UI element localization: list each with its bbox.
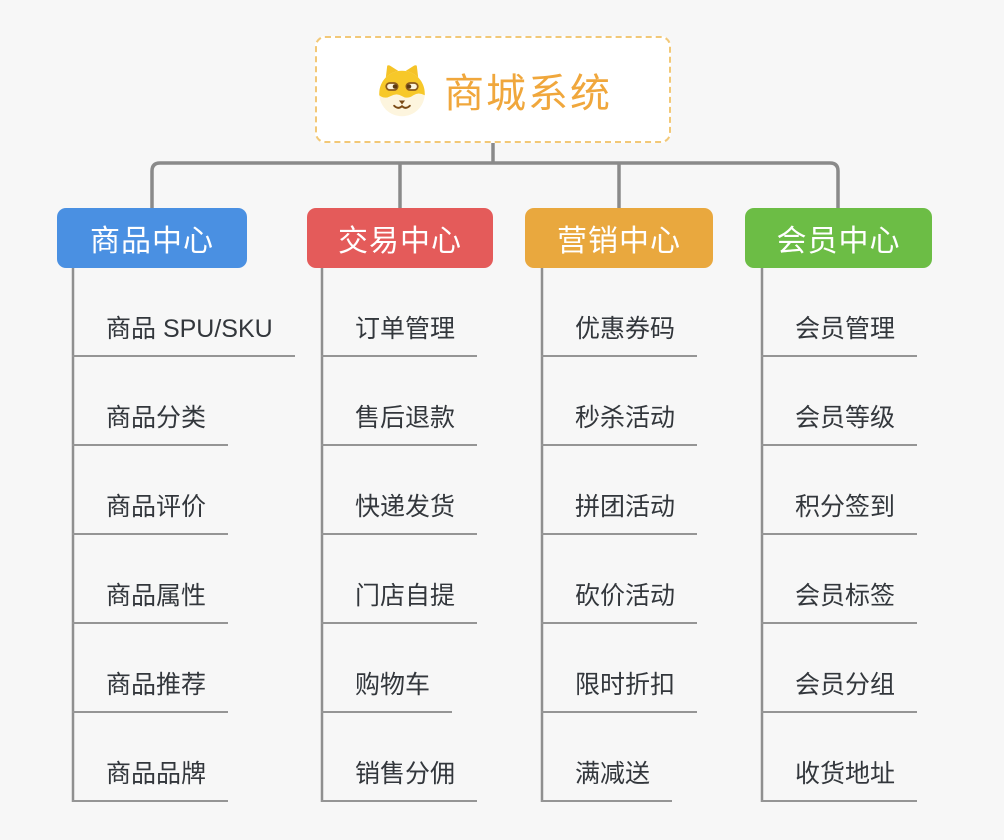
leaf-node[interactable]: 商品品牌 [72, 754, 229, 802]
leaf-column-product-center: 商品 SPU/SKU 商品分类 商品评价 商品属性 商品推荐 商品品牌 [72, 268, 322, 802]
root-title: 商城系统 [444, 71, 612, 116]
leaf-node[interactable]: 订单管理 [321, 309, 478, 357]
branch-label: 会员中心 [776, 225, 901, 258]
doge-face-icon [379, 64, 425, 116]
branch-label: 营销中心 [557, 225, 681, 258]
branch-label: 商品中心 [90, 225, 214, 258]
leaf-node[interactable]: 会员等级 [761, 398, 918, 446]
root-node-mall-system[interactable]: 商城系统 [315, 36, 671, 143]
leaf-node[interactable]: 积分签到 [761, 487, 918, 535]
leaf-node[interactable]: 商品 SPU/SKU [72, 309, 295, 357]
leaf-node[interactable]: 收货地址 [761, 754, 918, 802]
leaf-node[interactable]: 快递发货 [321, 487, 478, 535]
branch-node-marketing-center[interactable]: 营销中心 [525, 208, 713, 268]
leaf-node[interactable]: 优惠券码 [541, 309, 698, 357]
branch-node-trade-center[interactable]: 交易中心 [307, 208, 493, 268]
level1-rail-line [150, 161, 840, 208]
branch-node-product-center[interactable]: 商品中心 [57, 208, 247, 268]
leaf-node[interactable]: 商品分类 [72, 398, 229, 446]
leaf-node[interactable]: 商品评价 [72, 487, 229, 535]
leaf-node[interactable]: 限时折扣 [541, 665, 698, 713]
leaf-node[interactable]: 满减送 [541, 754, 673, 802]
leaf-node[interactable]: 售后退款 [321, 398, 478, 446]
leaf-node[interactable]: 商品属性 [72, 576, 229, 624]
branch-node-member-center[interactable]: 会员中心 [745, 208, 932, 268]
leaf-node[interactable]: 拼团活动 [541, 487, 698, 535]
leaf-column-member-center: 会员管理 会员等级 积分签到 会员标签 会员分组 收货地址 [761, 268, 1004, 802]
leaf-column-trade-center: 订单管理 售后退款 快递发货 门店自提 购物车 销售分佣 [321, 268, 571, 802]
leaf-node[interactable]: 购物车 [321, 665, 453, 713]
leaf-column-marketing-center: 优惠券码 秒杀活动 拼团活动 砍价活动 限时折扣 满减送 [541, 268, 791, 802]
leaf-node[interactable]: 销售分佣 [321, 754, 478, 802]
leaf-node[interactable]: 会员管理 [761, 309, 918, 357]
leaf-node[interactable]: 砍价活动 [541, 576, 698, 624]
leaf-node[interactable]: 门店自提 [321, 576, 478, 624]
leaf-node[interactable]: 会员分组 [761, 665, 918, 713]
branch-label: 交易中心 [338, 225, 462, 258]
leaf-node[interactable]: 商品推荐 [72, 665, 229, 713]
leaf-node[interactable]: 会员标签 [761, 576, 918, 624]
leaf-node[interactable]: 秒杀活动 [541, 398, 698, 446]
